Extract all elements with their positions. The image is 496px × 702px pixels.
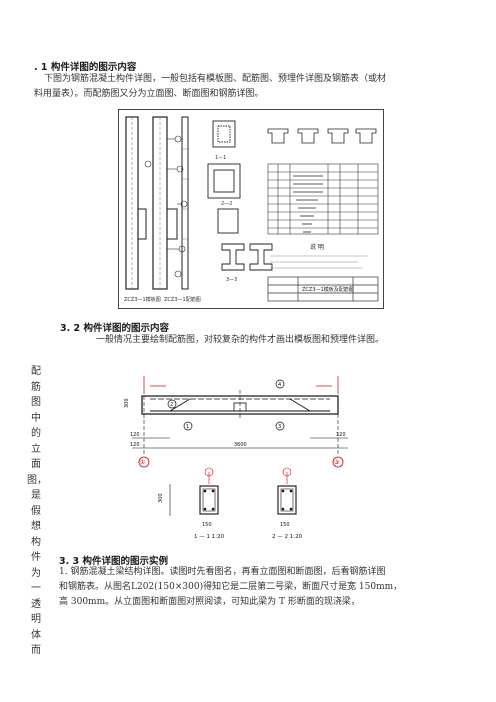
component-detail-svg: ZCZ3—1模板图 ZCZ3—1配筋图 1—1 2—2 3—3 <box>118 109 384 309</box>
section1-paragraph: 下图为钢筋混凝土构件详图，一般包括有模板图、配筋图、预埋件详图及钢筋表（或材 料… <box>34 72 474 102</box>
section3-line3: 高 300mm。从立面图和断面图对照阅读，可知此梁为 T 形断面的现浇梁， <box>59 597 360 607</box>
section-1-1-label: 1 — 1 1:20 <box>194 534 225 540</box>
beam-detail-drawing: 2 4 1 3 300 120 120 120 3600 ① ③ <box>110 376 370 546</box>
section-height-dim: 300 <box>158 493 164 503</box>
label-template-drawing: ZCZ3—1模板图 <box>124 296 161 303</box>
circle-label-3: 3 <box>278 424 281 430</box>
section-width-dim-2: 150 <box>280 522 290 528</box>
section-2-label: 2—2 <box>221 201 232 207</box>
notes-heading: 说 明 <box>310 243 324 251</box>
section2-heading: 3. 2 构件详图的图示内容 <box>60 323 169 334</box>
component-detail-drawing: ZCZ3—1模板图 ZCZ3—1配筋图 1—1 2—2 3—3 <box>118 109 384 309</box>
vertical-char: 而 <box>31 645 41 656</box>
section-3-label: 3—3 <box>226 277 237 283</box>
circle-label-2: 2 <box>170 402 173 408</box>
dim-total-length: 3600 <box>234 442 247 448</box>
vertical-char: 假 <box>31 505 41 517</box>
beam-detail-svg: 2 4 1 3 300 120 120 120 3600 ① ③ <box>124 376 348 540</box>
section3-line1: 1. 钢筋混凝土梁结构详图。读图时先看图名，再看立面图和断面图，后看钢筋详图 <box>59 567 386 577</box>
title-block-label: ZCZ3—1模板及配筋图 <box>302 286 354 293</box>
axis-bubble-a: ① <box>140 459 145 466</box>
label-rebar-drawing: ZCZ3—1配筋图 <box>164 296 201 303</box>
section2-paragraph: 一般情况主要绘制配筋图，对较复杂的构件才画出模板图和预埋件详图。 <box>96 335 385 345</box>
section-1-label: 1—1 <box>215 155 226 161</box>
section1-line2: 料用量表）。而配筋图又分为立面图、断面图和钢筋详图。 <box>34 89 264 99</box>
vertical-char: 透 <box>31 598 41 610</box>
section3-line2: 和钢筋表。从图名L202(150×300)得知它是二层第二号梁，断面尺寸是宽 1… <box>59 582 403 592</box>
dim-120-left: 120 <box>130 432 140 438</box>
vertical-char: 是 <box>31 490 41 501</box>
vertical-char: 的 <box>31 428 41 439</box>
vertical-char: 图， <box>27 474 47 486</box>
vertical-char: 图 <box>31 397 41 408</box>
vertical-char: 配 <box>31 366 41 377</box>
vertical-char: 为 <box>31 567 41 579</box>
vertical-char: 明 <box>31 614 41 625</box>
dim-120-right: 120 <box>336 432 346 438</box>
section1-heading: . 1 构件详图的图示内容 <box>34 62 137 73</box>
vertical-char: 筋 <box>31 381 41 393</box>
vertical-char: 中 <box>31 412 41 424</box>
section3-paragraph: 1. 钢筋混凝土梁结构详图。读图时先看图名，再看立面图和断面图，后看钢筋详图 和… <box>59 565 479 610</box>
vertical-char: 件 <box>31 552 41 563</box>
vertical-char: 体 <box>31 629 41 641</box>
section-width-dim-1: 150 <box>202 522 212 528</box>
vertical-char: 想 <box>31 521 41 532</box>
dim-120-left-2: 120 <box>130 442 140 448</box>
circle-label-1: 1 <box>186 424 189 430</box>
circle-label-4: 4 <box>278 382 281 388</box>
vertical-char: 立 <box>31 443 41 455</box>
vertical-char: 面 <box>31 459 41 470</box>
vertical-side-text: 配筋图中的立面图， 是假想构件为一透明体而 <box>27 364 47 659</box>
section3-heading: 3. 3 构件详图的图示实例 <box>59 556 168 567</box>
vertical-char: 一 <box>31 583 41 594</box>
axis-bubble-b: ③ <box>334 459 339 466</box>
vertical-char: 构 <box>31 536 41 548</box>
section1-line1: 下图为钢筋混凝土构件详图，一般包括有模板图、配筋图、预埋件详图及钢筋表（或材 <box>44 74 387 84</box>
section-2-2-label: 2 — 2 1:20 <box>272 534 303 540</box>
dim-height-label: 300 <box>124 398 130 408</box>
